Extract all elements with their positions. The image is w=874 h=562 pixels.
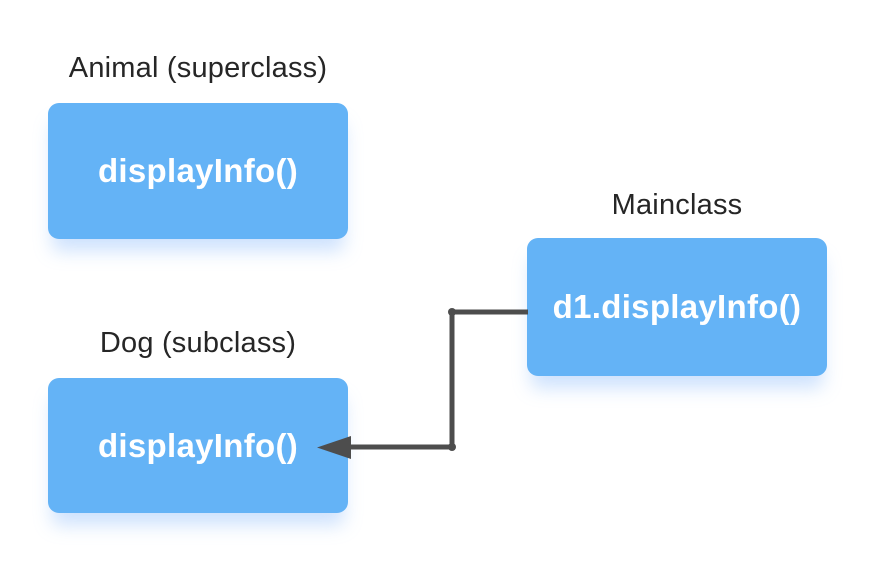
dog-subclass-box: displayInfo() [48,378,348,513]
arrow-elbow-line [350,309,528,450]
animal-method-text: displayInfo() [97,152,299,189]
animal-superclass-label: Animal (superclass) [68,52,328,84]
dog-subclass-label: Dog (subclass) [99,327,297,359]
dog-method-text: displayInfo() [97,426,299,464]
arrow-bend-dot-top [448,308,456,316]
mainclass-label: Mainclass [611,189,743,221]
arrow-bend-dot-bottom [448,443,456,451]
animal-superclass-box: displayInfo() [48,103,348,239]
mainclass-method-call-text: d1.displayInfo() [552,288,802,325]
mainclass-box: d1.displayInfo() [527,238,827,376]
